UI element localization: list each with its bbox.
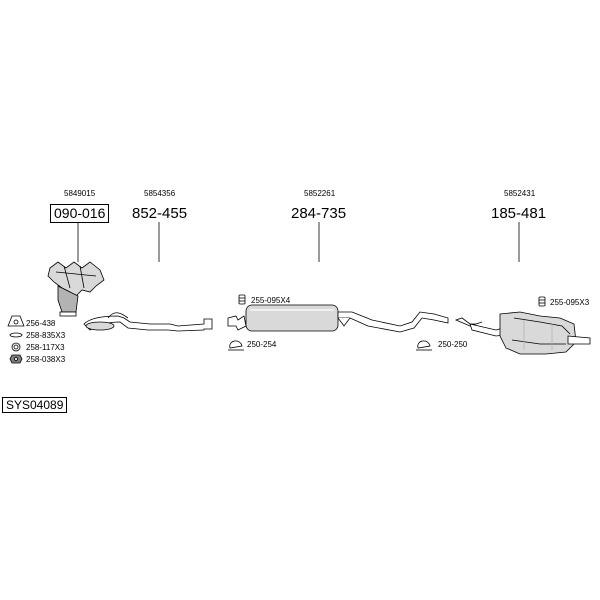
part-number-rear-silencer: 185-481 (491, 205, 547, 222)
gasket-icon (7, 315, 25, 327)
clamp-icon-mid-3 (416, 340, 432, 351)
clamp-icon-mid-1 (238, 294, 246, 305)
accessory-label-clamp-mid-3: 250-250 (438, 340, 468, 349)
rear-silencer (454, 311, 591, 355)
washer-icon (9, 332, 23, 338)
nut-icon (9, 354, 23, 364)
oe-number-rear-silencer: 5852431 (504, 189, 536, 198)
part-number-manifold: 090-016 (50, 204, 110, 223)
clamp-icon-rear (538, 296, 546, 307)
middle-silencer (227, 304, 449, 333)
ring-icon (11, 342, 21, 352)
part-number-middle-silencer: 284-735 (291, 205, 347, 222)
oe-number-manifold: 5849015 (64, 189, 96, 198)
system-code: SYS04089 (2, 397, 68, 413)
oe-number-front-pipe: 5854356 (144, 189, 176, 198)
accessory-label-left-3: 258-117X3 (26, 343, 65, 352)
clamp-icon-mid-2 (228, 340, 244, 351)
front-pipe (83, 312, 213, 332)
exhaust-manifold (47, 261, 105, 317)
accessory-label-clamp-mid-1: 255-095X4 (251, 296, 291, 305)
accessory-label-left-2: 258-835X3 (26, 331, 66, 340)
oe-number-middle-silencer: 5852261 (304, 189, 336, 198)
accessory-label-left-1: 256-438 (26, 319, 56, 328)
accessory-label-clamp-rear: 255-095X3 (550, 298, 590, 307)
part-number-front-pipe: 852-455 (132, 205, 188, 222)
accessory-label-clamp-mid-2: 250-254 (247, 340, 277, 349)
accessory-label-left-4: 258-038X3 (26, 355, 66, 364)
